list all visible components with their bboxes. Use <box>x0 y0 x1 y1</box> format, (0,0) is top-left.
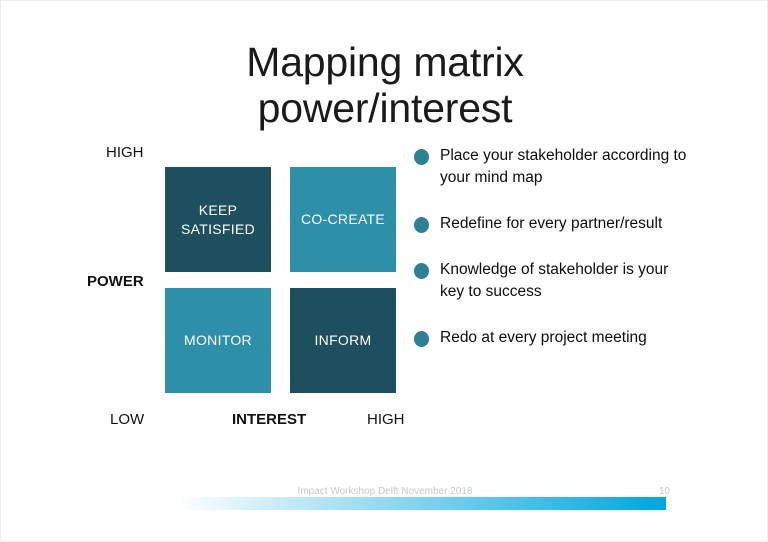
instruction-bullet-list: Place your stakeholder according to your… <box>414 145 714 373</box>
axis-label-interest-high: HIGH <box>367 411 405 428</box>
list-item: Redo at every project meeting <box>414 327 714 349</box>
bullet-dot-icon <box>414 217 429 233</box>
list-item-label: Redo at every project meeting <box>440 329 647 346</box>
bullet-dot-icon <box>414 331 429 347</box>
list-item-label: Knowledge of stakeholder is your key to … <box>440 261 669 300</box>
page-number: 10 <box>659 486 671 497</box>
quadrant-label-line-1: INFORM <box>314 332 372 348</box>
page-title: Mapping matrix power/interest <box>1 39 767 131</box>
quadrant-label-line-1: KEEP <box>198 201 238 218</box>
list-item: Redefine for every partner/result <box>414 213 714 235</box>
quadrant-label-line-1: CO-CREATE <box>300 211 386 227</box>
footer-gradient-bar <box>176 497 666 510</box>
axis-label-interest-low: LOW <box>110 411 145 428</box>
footer-caption: Impact Workshop Delft November 2018 <box>297 486 473 497</box>
quadrant-label-line-2: SATISFIED <box>180 220 255 237</box>
axis-label-power: POWER <box>87 273 144 290</box>
list-item-label: Redefine for every partner/result <box>440 215 663 232</box>
matrix-quadrant-inform[interactable]: INFORM <box>290 288 396 393</box>
matrix-quadrant-keep-satisfied[interactable]: KEEP SATISFIED <box>165 167 271 272</box>
axis-label-interest: INTEREST <box>232 411 307 428</box>
list-item: Place your stakeholder according to your… <box>414 145 714 189</box>
list-item-label: Place your stakeholder according to your… <box>440 147 687 186</box>
list-item: Knowledge of stakeholder is your key to … <box>414 259 714 303</box>
quadrant-label-line-1: MONITOR <box>184 332 252 348</box>
matrix-quadrant-monitor[interactable]: MONITOR <box>165 288 271 393</box>
bullet-dot-icon <box>414 149 429 165</box>
title-line-1: Mapping matrix <box>246 39 524 85</box>
bullet-dot-icon <box>414 263 429 279</box>
title-line-2: power/interest <box>257 85 513 131</box>
matrix-quadrant-co-create[interactable]: CO-CREATE <box>290 167 396 272</box>
axis-label-power-high: HIGH <box>106 144 144 161</box>
